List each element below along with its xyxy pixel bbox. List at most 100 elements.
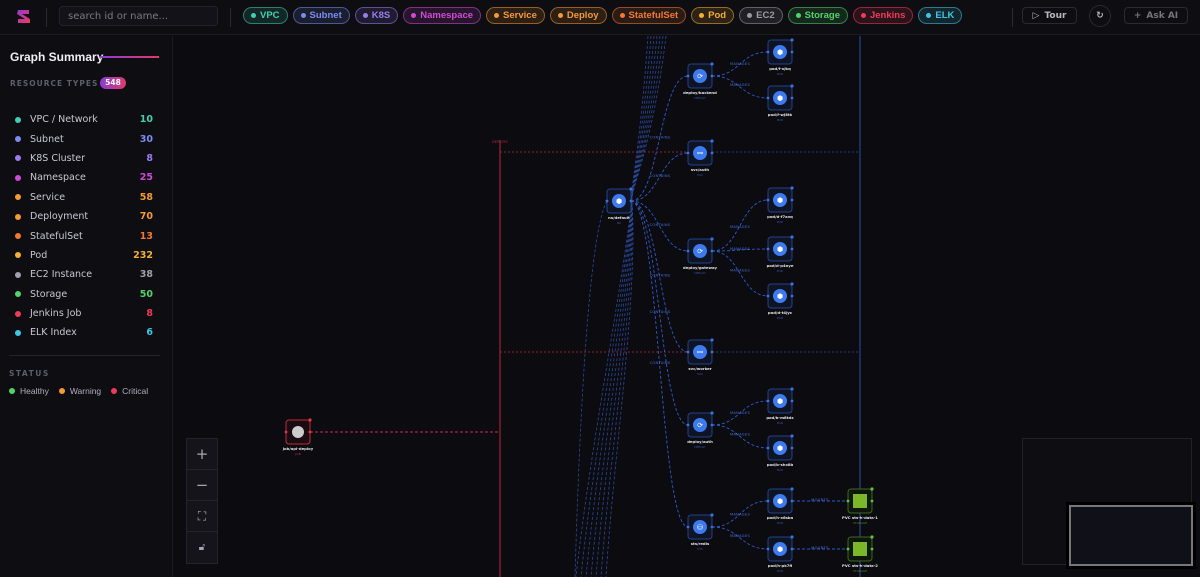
- target-handle[interactable]: [686, 249, 690, 253]
- minimap-viewport[interactable]: [1069, 505, 1193, 566]
- source-handle[interactable]: [710, 74, 714, 78]
- source-handle[interactable]: [790, 96, 794, 100]
- filter-chip-deploy[interactable]: Deploy: [549, 7, 607, 24]
- filter-chip-k8s[interactable]: K8S: [354, 7, 399, 24]
- graph-canvas[interactable]: DEPLOYSCONTAINSCONTAINSCONTAINSCONTAINSC…: [174, 36, 1200, 577]
- fit-view-button[interactable]: ⛶: [187, 501, 217, 532]
- deploy-icon: [693, 69, 707, 83]
- source-handle[interactable]: [710, 249, 714, 253]
- reset-button[interactable]: ↻: [1089, 5, 1111, 27]
- icon-glyph: ⬢: [777, 293, 783, 301]
- target-handle[interactable]: [766, 247, 770, 251]
- source-handle[interactable]: [629, 199, 633, 203]
- target-handle[interactable]: [766, 294, 770, 298]
- filter-chip-ec2[interactable]: EC2: [739, 7, 783, 24]
- target-handle[interactable]: [766, 446, 770, 450]
- target-handle[interactable]: [846, 499, 850, 503]
- node-label: svc/worker: [688, 366, 711, 371]
- source-handle[interactable]: [790, 294, 794, 298]
- source-handle[interactable]: [710, 350, 714, 354]
- filter-chip-pod[interactable]: Pod: [691, 7, 735, 24]
- source-handle[interactable]: [790, 499, 794, 503]
- target-handle[interactable]: [766, 96, 770, 100]
- filter-chip-jenkins[interactable]: Jenkins: [852, 7, 914, 24]
- filter-chip-namespace[interactable]: Namespace: [403, 7, 482, 24]
- filter-chip-subnet[interactable]: Subnet: [292, 7, 350, 24]
- zoom-out-button[interactable]: −: [187, 470, 217, 501]
- target-handle[interactable]: [686, 525, 690, 529]
- target-handle[interactable]: [766, 50, 770, 54]
- target-handle[interactable]: [686, 151, 690, 155]
- search-input[interactable]: [59, 6, 218, 26]
- status-label: Healthy: [20, 386, 49, 396]
- ask-ai-button[interactable]: +Ask AI: [1124, 7, 1188, 24]
- source-handle[interactable]: [790, 547, 794, 551]
- source-handle[interactable]: [710, 423, 714, 427]
- target-handle[interactable]: [686, 350, 690, 354]
- target-handle[interactable]: [605, 199, 609, 203]
- target-handle[interactable]: [686, 423, 690, 427]
- source-handle[interactable]: [308, 430, 312, 434]
- target-handle[interactable]: [766, 198, 770, 202]
- filter-chip-elk[interactable]: ELK: [918, 7, 963, 24]
- source-handle[interactable]: [710, 151, 714, 155]
- lock-button[interactable]: 🔓︎: [187, 532, 217, 563]
- source-handle[interactable]: [870, 499, 874, 503]
- source-handle[interactable]: [870, 547, 874, 551]
- source-handle[interactable]: [710, 525, 714, 529]
- filter-chip-vpc[interactable]: VPC: [243, 7, 288, 24]
- filter-chip-statefulset[interactable]: StatefulSet: [611, 7, 687, 24]
- target-handle[interactable]: [766, 499, 770, 503]
- target-handle[interactable]: [766, 399, 770, 403]
- tour-button[interactable]: ▷Tour: [1022, 7, 1077, 24]
- target-handle[interactable]: [686, 74, 690, 78]
- filter-chip-service[interactable]: Service: [486, 7, 545, 24]
- target-handle[interactable]: [766, 547, 770, 551]
- minimap[interactable]: [1022, 438, 1193, 566]
- source-handle[interactable]: [790, 198, 794, 202]
- target-handle[interactable]: [284, 430, 288, 434]
- source-handle[interactable]: [790, 247, 794, 251]
- source-handle[interactable]: [790, 399, 794, 403]
- target-handle[interactable]: [846, 547, 850, 551]
- zoom-in-button[interactable]: +: [187, 439, 217, 470]
- filter-chip-storage[interactable]: Storage: [787, 7, 848, 24]
- source-handle[interactable]: [790, 50, 794, 54]
- chip-label: Storage: [804, 10, 840, 21]
- source-handle[interactable]: [790, 446, 794, 450]
- divider: [9, 355, 160, 356]
- status-handle: [710, 513, 714, 517]
- type-count: 13: [139, 230, 153, 242]
